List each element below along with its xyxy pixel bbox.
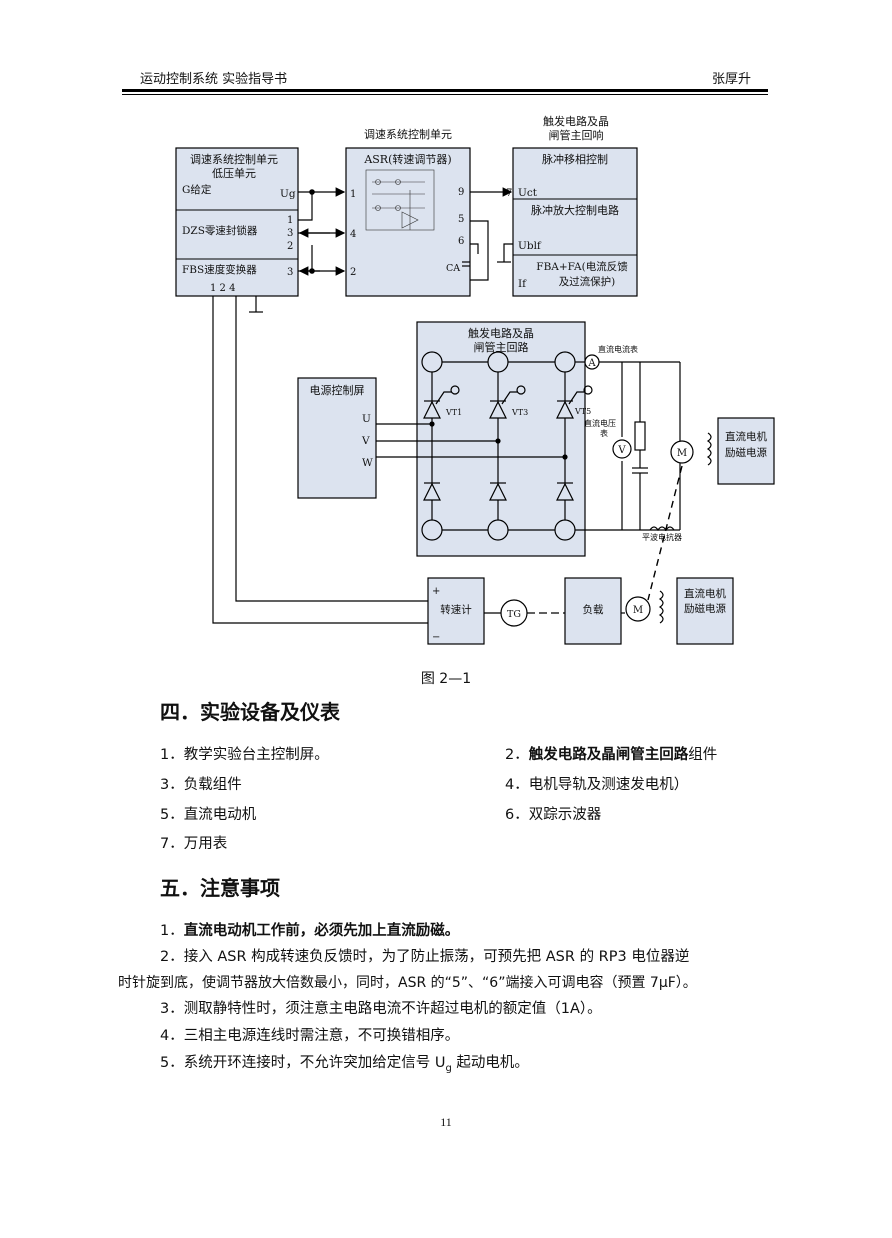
list-item: 6．双踪示波器 — [505, 807, 602, 823]
svg-text:转速计: 转速计 — [440, 603, 472, 616]
svg-text:3: 3 — [287, 267, 293, 278]
list-item: 4．电机导轨及测速发电机） — [505, 777, 689, 793]
tg-symbol: TG — [507, 609, 521, 620]
svg-text:及过流保护): 及过流保护) — [559, 275, 616, 288]
svg-text:DZS零速封锁器: DZS零速封锁器 — [182, 224, 258, 237]
list-item: 3．负载组件 — [160, 777, 242, 793]
section-5-title: 五．注意事项 — [160, 876, 280, 900]
reactor-label: 平波电抗器 — [642, 532, 682, 542]
svg-text:励磁电源: 励磁电源 — [725, 446, 767, 459]
svg-text:2: 2 — [350, 267, 356, 278]
note-2-line-2: 时针旋到底，使调节器放大倍数最小，同时，ASR 的“5”、“6”端接入可调电容（… — [118, 975, 697, 991]
ammeter-label: 直流电流表 — [598, 344, 638, 354]
svg-text:VT3: VT3 — [511, 408, 528, 417]
svg-text:CA: CA — [446, 263, 460, 274]
voltmeter-symbol: V — [617, 445, 626, 456]
svg-text:低压单元: 低压单元 — [212, 167, 256, 180]
svg-text:VT5: VT5 — [574, 407, 591, 416]
running-header-left: 运动控制系统 实验指导书 — [140, 72, 288, 87]
voltmeter-label-b: 表 — [600, 428, 608, 438]
list-item: 7．万用表 — [160, 836, 228, 852]
svg-text:7: 7 — [506, 188, 512, 199]
svg-text:直流电机: 直流电机 — [725, 430, 767, 443]
svg-text:励磁电源: 励磁电源 — [684, 602, 726, 615]
svg-text:直流电机: 直流电机 — [684, 587, 726, 600]
trigger-unit-title-a: 触发电路及晶 — [543, 114, 609, 128]
list-item: 5．直流电动机 — [160, 807, 257, 823]
svg-text:4: 4 — [350, 229, 356, 240]
svg-text:Ublf: Ublf — [518, 240, 542, 252]
svg-text:9: 9 — [458, 187, 464, 198]
list-item: 2．触发电路及晶闸管主回路组件 — [505, 747, 718, 763]
svg-text:FBS速度变换器: FBS速度变换器 — [182, 263, 257, 276]
svg-text:调速系统控制单元: 调速系统控制单元 — [190, 152, 278, 166]
note-3: 3．测取静特性时，须注意主电路电流不许超过电机的额定值（1A）。 — [160, 1001, 602, 1017]
svg-text:+: + — [432, 586, 440, 597]
svg-text:U: U — [362, 413, 371, 425]
svg-text:6: 6 — [458, 236, 464, 247]
trigger-circuit-box: 脉冲移相控制 7 Uct 脉冲放大控制电路 Ublf FBA+FA(电流反馈 及… — [506, 147, 638, 297]
figure-caption: 图 2—1 — [420, 671, 472, 687]
svg-text:脉冲移相控制: 脉冲移相控制 — [542, 152, 608, 166]
note-5: 5．系统开环连接时，不允许突加给定信号 Ug 起动电机。 — [160, 1055, 529, 1074]
svg-text:G给定: G给定 — [182, 183, 212, 196]
load-label: 负载 — [583, 603, 604, 616]
svg-text:闸管主回路: 闸管主回路 — [474, 340, 529, 354]
svg-text:触发电路及晶: 触发电路及晶 — [468, 326, 534, 340]
svg-text:1: 1 — [287, 215, 293, 226]
svg-text:Ug: Ug — [280, 188, 296, 200]
svg-text:2: 2 — [287, 241, 293, 252]
ammeter-symbol: A — [587, 358, 596, 369]
svg-text:ASR(转速调节器): ASR(转速调节器) — [363, 152, 451, 166]
svg-text:VT1: VT1 — [445, 408, 462, 417]
thyristor-bridge: 触发电路及晶 闸管主回路 VT1 VT3 — [416, 321, 593, 557]
svg-text:FBA+FA(电流反馈: FBA+FA(电流反馈 — [536, 260, 628, 273]
motor2-symbol: M — [633, 605, 643, 616]
svg-text:电源控制屏: 电源控制屏 — [310, 383, 365, 397]
svg-text:V: V — [361, 435, 370, 447]
svg-text:1: 1 — [350, 189, 356, 200]
voltmeter-label-a: 直流电压 — [584, 418, 616, 428]
asr-unit-title: 调速系统控制单元 — [364, 127, 452, 141]
note-4: 4．三相主电源连线时需注意，不可换错相序。 — [160, 1028, 460, 1044]
svg-text:−: − — [432, 632, 440, 643]
header-rule-thin — [122, 94, 768, 95]
note-2-line-1: 2．接入 ASR 构成转速负反馈时，为了防止振荡，可预先把 ASR 的 RP3 … — [160, 949, 690, 965]
trigger-unit-title-b: 闸管主回响 — [549, 128, 604, 142]
section-4-title: 四．实验设备及仪表 — [160, 700, 340, 724]
svg-text:1 2 4: 1 2 4 — [210, 283, 235, 294]
asr-box: ASR(转速调节器) 1 4 2 9 5 6 CA — [345, 147, 471, 297]
power-control-screen: 电源控制屏 U V W — [297, 377, 377, 499]
list-item: 1．教学实验台主控制屏。 — [160, 747, 329, 763]
running-header-right: 张厚升 — [712, 72, 752, 87]
svg-text:3: 3 — [287, 228, 293, 239]
svg-text:脉冲放大控制电路: 脉冲放大控制电路 — [531, 203, 619, 217]
low-voltage-unit-box: 调速系统控制单元 低压单元 G给定 Ug DZS零速封锁器 1 3 2 FBS速… — [175, 147, 299, 297]
svg-text:If: If — [518, 278, 527, 290]
header-rule-thick — [122, 89, 768, 92]
svg-text:5: 5 — [458, 214, 464, 225]
svg-text:Uct: Uct — [518, 187, 538, 199]
motor1-symbol: M — [677, 448, 687, 459]
note-1: 1．直流电动机工作前，必须先加上直流励磁。 — [160, 923, 460, 939]
page-number: 11 — [440, 1115, 452, 1129]
svg-text:W: W — [362, 457, 373, 469]
